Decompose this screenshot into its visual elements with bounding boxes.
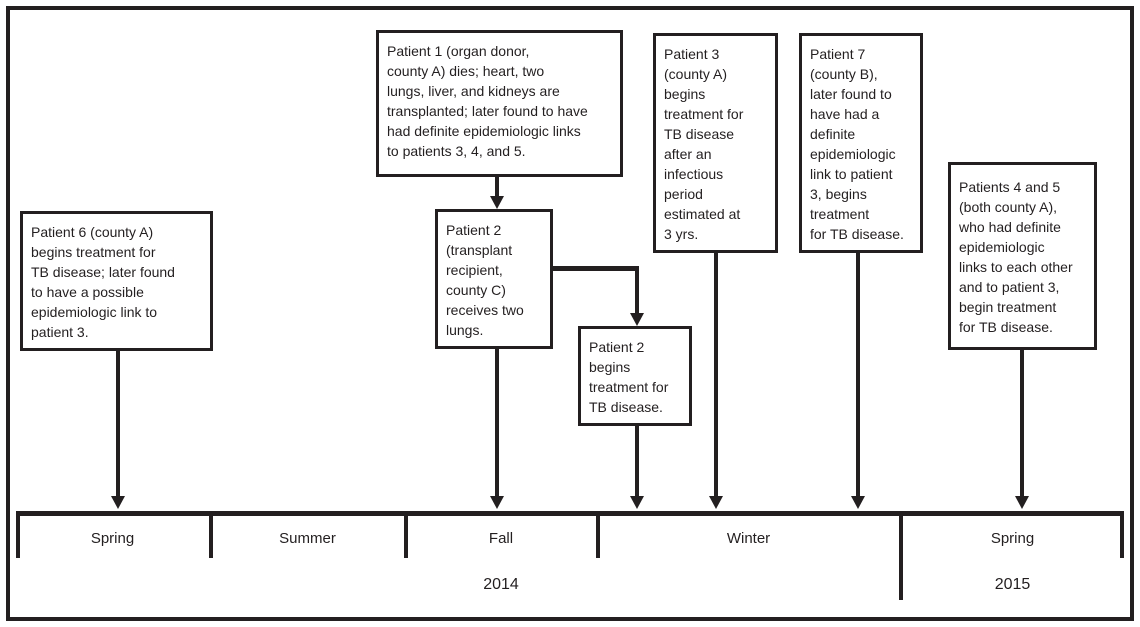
- arrow-line-patient2-treatment-to-timeline: [635, 425, 639, 498]
- tick-timeline-end: [1120, 511, 1124, 558]
- connector-patient2-elbow-vertical: [635, 266, 639, 313]
- patient7-box: Patient 7 (county B), later found to hav…: [799, 33, 923, 253]
- season-label-fall: Fall: [488, 530, 514, 547]
- patient1-box: Patient 1 (organ donor, county A) dies; …: [376, 30, 623, 177]
- arrow-line-patients4and5-to-timeline: [1020, 348, 1024, 498]
- tick-summer-fall: [404, 511, 408, 558]
- season-label-spring-2015: Spring: [990, 530, 1035, 547]
- arrow-line-patient2-to-timeline: [495, 347, 499, 498]
- season-label-summer: Summer: [279, 530, 336, 547]
- tick-timeline-start: [16, 511, 20, 558]
- patient2-transplant-box: Patient 2 (transplant recipient, county …: [435, 209, 553, 349]
- arrowhead-patient2-treatment-to-timeline: [630, 496, 644, 509]
- arrowhead-patient3-to-timeline: [709, 496, 723, 509]
- tick-year-2014-2015: [899, 511, 903, 600]
- arrowhead-patient2-to-timeline: [490, 496, 504, 509]
- arrowhead-patient1-to-patient2: [490, 196, 504, 209]
- arrowhead-patient2-to-treatment: [630, 313, 644, 326]
- tick-spring-summer: [209, 511, 213, 558]
- arrow-line-patient1-to-patient2: [495, 174, 499, 198]
- arrowhead-patient6-to-timeline: [111, 496, 125, 509]
- arrow-line-patient6-to-timeline: [116, 349, 120, 498]
- arrow-line-patient3-to-timeline: [714, 251, 718, 498]
- tick-fall-winter: [596, 511, 600, 558]
- arrowhead-patient7-to-timeline: [851, 496, 865, 509]
- patient3-box: Patient 3 (county A) begins treatment fo…: [653, 33, 778, 253]
- connector-patient2-elbow-horizontal: [551, 266, 639, 271]
- timeline-axis: [16, 511, 1124, 516]
- arrowhead-patients4and5-to-timeline: [1015, 496, 1029, 509]
- season-label-spring-2014: Spring: [90, 530, 135, 547]
- patient2-treatment-box: Patient 2 begins treatment for TB diseas…: [578, 326, 692, 426]
- year-label-2014: 2014: [483, 576, 519, 593]
- year-label-2015: 2015: [994, 576, 1031, 593]
- arrow-line-patient7-to-timeline: [856, 251, 860, 498]
- patients4and5-box: Patients 4 and 5 (both county A), who ha…: [948, 162, 1097, 350]
- patient6-box: Patient 6 (county A) begins treatment fo…: [20, 211, 213, 351]
- season-label-winter: Winter: [726, 530, 771, 547]
- figure-border: [6, 6, 1134, 621]
